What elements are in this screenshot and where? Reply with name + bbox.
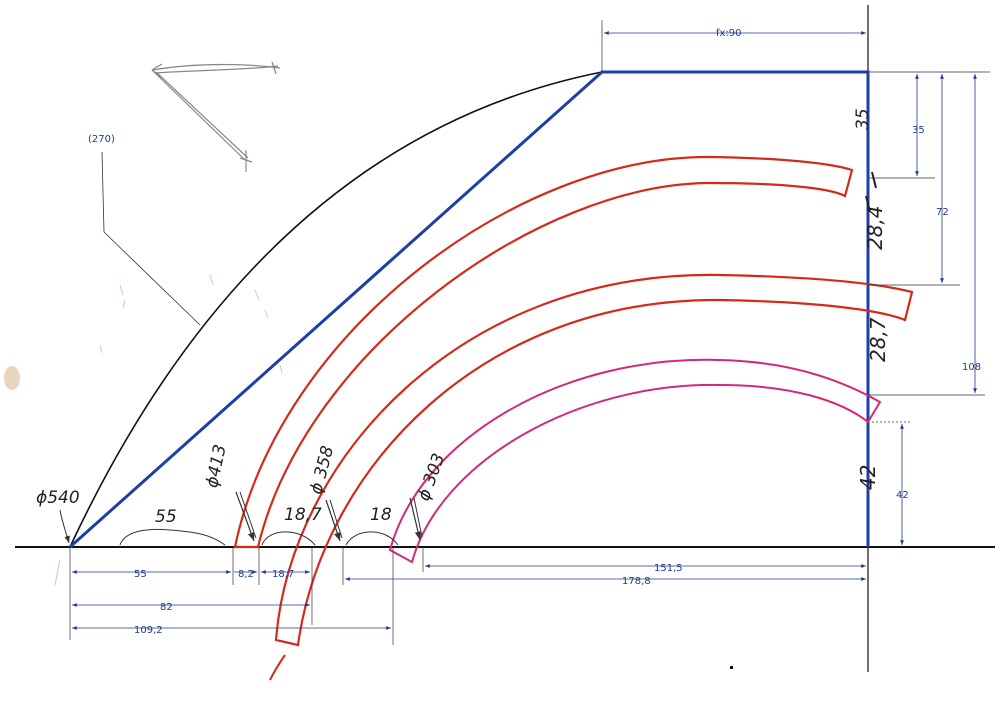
hand-phi-358: ϕ 358: [306, 444, 338, 497]
dim-35-label: 35: [912, 125, 925, 136]
pencil-sketch: [151, 61, 281, 172]
hand-side-35: 35: [853, 108, 873, 130]
dim-72-label: 72: [936, 207, 949, 218]
magenta-ring: [388, 358, 882, 564]
dim-178-8-label: 178,8: [622, 576, 651, 587]
dim-55-label: 55: [134, 569, 147, 580]
hand-side-28-7: 28,7: [866, 317, 890, 362]
hand-side-42: 42: [856, 465, 880, 490]
gap-18-7-brace: [261, 531, 316, 546]
outer-arc: [69, 71, 603, 548]
hand-gap-18-7: 18,7: [284, 505, 322, 525]
dim-151-5-label: 151,5: [654, 563, 683, 574]
dim-18-7-label: 18,7: [272, 569, 294, 580]
ref-270-label: (270): [88, 134, 115, 145]
dim-82-label: 82: [160, 602, 173, 613]
blue-outline: [69, 70, 870, 549]
dim-8-2-label: 8,2: [238, 569, 254, 580]
gap-18-brace: [345, 531, 399, 546]
phi-303-arrow: [409, 497, 422, 541]
dim-top-width-label: fx:90: [716, 28, 742, 39]
phi-358-arrow: [325, 499, 341, 542]
red-ring-tail: [269, 654, 286, 681]
scan-smudge: [4, 366, 20, 390]
phi-413-arrow: [235, 491, 255, 542]
phi-540-arrow: [59, 509, 70, 544]
gap-55-brace: [119, 528, 226, 546]
hand-gap-18: 18: [370, 505, 392, 525]
red-ring-inner: [274, 273, 914, 647]
scan-dot: [730, 666, 733, 669]
hand-side-28-4: 28,4: [863, 205, 887, 250]
hand-phi-540: ϕ540: [36, 488, 80, 508]
dim-108-label: 108: [962, 362, 981, 373]
ref-270-leader: [101, 151, 201, 326]
hand-phi-303: ϕ 303: [414, 451, 450, 504]
red-ring-outer: [233, 155, 854, 549]
dim-42-label: 42: [896, 490, 909, 501]
hand-phi-413: ϕ413: [202, 443, 231, 490]
tick-35: [871, 171, 877, 189]
bottom-dims: [69, 547, 866, 645]
faint-marks: [54, 274, 283, 586]
hand-gap-55: 55: [155, 507, 177, 527]
right-dims: [868, 71, 990, 545]
dim-109-2-label: 109,2: [134, 625, 163, 636]
tick-35b: [865, 195, 871, 213]
